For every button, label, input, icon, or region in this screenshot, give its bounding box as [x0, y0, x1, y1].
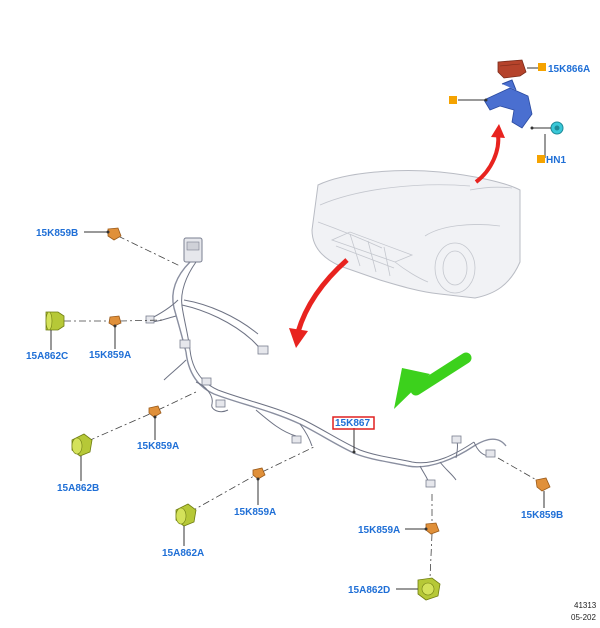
label-15A862D: 15A862D: [348, 585, 390, 596]
mounting-bracket-shape: [483, 87, 533, 129]
label-15A862A: 15A862A: [162, 548, 204, 559]
label-15A862C: 15A862C: [26, 351, 68, 362]
callout-square-bracket: [449, 96, 457, 104]
connector-15K859B-left: [107, 227, 122, 241]
connector-15K859A-1: [108, 315, 122, 327]
module-assembly: [449, 59, 564, 163]
label-15K859A-1: 15K859A: [89, 350, 131, 361]
sensor-15A862A: [175, 503, 197, 527]
label-15K859B-right: 15K859B: [521, 510, 563, 521]
wiring-harness: [145, 237, 507, 488]
label-15K859A-2: 15K859A: [137, 441, 179, 452]
relation-lines: [64, 235, 541, 579]
label-15K859A-4: 15K859A: [358, 525, 400, 536]
connector-15K859A-4: [425, 522, 440, 535]
vehicle-illustration: [311, 170, 521, 299]
red-arrow-down: [289, 258, 349, 348]
reference-date: 05-202: [571, 613, 596, 622]
label-15A862B: 15A862B: [57, 483, 99, 494]
sensor-15A862C: [45, 311, 65, 331]
label-15K867: 15K867: [335, 418, 370, 429]
label-leaders: [50, 230, 545, 590]
label-15K859A-3: 15K859A: [234, 507, 276, 518]
sensor-15A862D: [417, 577, 441, 601]
connector-15K859B-right: [535, 477, 551, 492]
callout-square-15K866A: [538, 63, 546, 71]
callout-square-HN1: [537, 155, 545, 163]
label-15K859B-left: 15K859B: [36, 228, 78, 239]
green-arrow: [394, 352, 472, 409]
red-arrow-up: [474, 124, 505, 184]
sensor-15A862B: [71, 433, 93, 457]
connector-15K859A-3: [252, 467, 266, 480]
label-15K866A: 15K866A: [548, 64, 590, 75]
connector-15K859A-2: [148, 405, 162, 418]
highlight-box-15K867: [332, 416, 375, 430]
label-HN1: HN1: [546, 155, 566, 166]
reference-number: 41313: [574, 601, 597, 610]
control-module-shape: [497, 59, 527, 79]
